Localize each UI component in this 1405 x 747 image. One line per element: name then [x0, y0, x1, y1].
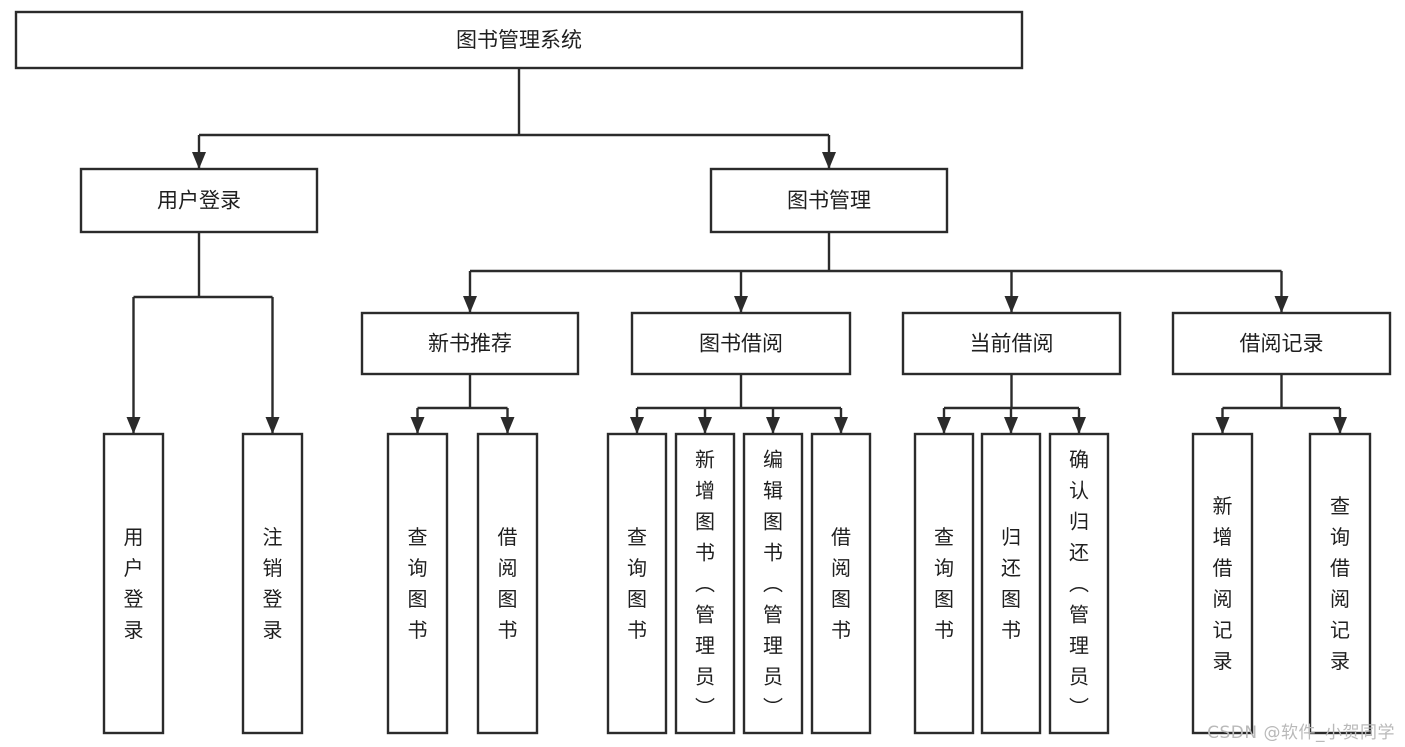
node-box — [1191, 432, 1254, 735]
node-label: 新书推荐 — [428, 332, 512, 356]
node-leaf-borrow-book-1[interactable]: 借阅图书 — [476, 432, 539, 735]
node-label: 归还图书 — [1001, 525, 1021, 642]
node-leaf-query-record[interactable]: 查询借阅记录 — [1308, 432, 1372, 735]
node-current-borrow[interactable]: 当前借阅 — [901, 311, 1122, 376]
node-new-book-recommend[interactable]: 新书推荐 — [360, 311, 580, 376]
node-root[interactable]: 图书管理系统 — [14, 10, 1024, 70]
watermark-text: CSDN @软件_小贺同学 — [1207, 723, 1395, 743]
node-box — [386, 432, 449, 735]
node-box — [980, 432, 1042, 735]
node-box — [1171, 311, 1392, 376]
node-leaf-logout[interactable]: 注销登录 — [241, 432, 304, 735]
node-box — [360, 311, 580, 376]
node-leaf-query-book-3[interactable]: 查询图书 — [913, 432, 975, 735]
node-label: 图书管理系统 — [456, 28, 582, 52]
node-label: 用户登录 — [157, 189, 241, 213]
node-box — [674, 432, 736, 735]
node-box — [810, 432, 872, 735]
node-label: 借阅图书 — [831, 525, 851, 642]
node-borrow-record[interactable]: 借阅记录 — [1171, 311, 1392, 376]
node-leaf-confirm-return[interactable]: 确认归还︵管理员︶ — [1048, 432, 1110, 735]
node-label: 用户登录 — [124, 525, 144, 642]
node-label: 图书借阅 — [699, 332, 783, 356]
node-box — [476, 432, 539, 735]
node-box — [79, 167, 319, 234]
node-leaf-return-book[interactable]: 归还图书 — [980, 432, 1042, 735]
node-leaf-query-book-1[interactable]: 查询图书 — [386, 432, 449, 735]
node-box — [241, 432, 304, 735]
node-label: 确认归还︵管理员︶ — [1069, 447, 1089, 719]
node-leaf-user-login[interactable]: 用户登录 — [102, 432, 165, 735]
node-leaf-query-book-2[interactable]: 查询图书 — [606, 432, 668, 735]
node-label: 借阅记录 — [1240, 332, 1324, 356]
node-user-login[interactable]: 用户登录 — [79, 167, 319, 234]
node-box — [14, 10, 1024, 70]
node-book-borrow[interactable]: 图书借阅 — [630, 311, 852, 376]
node-label: 编辑图书︵管理员︶ — [763, 447, 783, 719]
node-label: 查询借阅记录 — [1330, 494, 1350, 673]
node-label: 新增借阅记录 — [1213, 494, 1233, 673]
node-label: 借阅图书 — [498, 525, 518, 642]
node-box — [742, 432, 804, 735]
node-book-manage[interactable]: 图书管理 — [709, 167, 949, 234]
node-label: 新增图书︵管理员︶ — [695, 447, 715, 719]
node-leaf-add-book[interactable]: 新增图书︵管理员︶ — [674, 432, 736, 735]
node-label: 查询图书 — [627, 525, 647, 642]
connector-layer — [126, 68, 1347, 434]
node-label: 注销登录 — [263, 525, 283, 642]
node-box — [709, 167, 949, 234]
node-leaf-borrow-book-2[interactable]: 借阅图书 — [810, 432, 872, 735]
node-label: 查询图书 — [934, 525, 954, 642]
node-label: 查询图书 — [408, 525, 428, 642]
node-label: 图书管理 — [787, 189, 871, 213]
node-box — [102, 432, 165, 735]
node-box — [1308, 432, 1372, 735]
node-leaf-edit-book[interactable]: 编辑图书︵管理员︶ — [742, 432, 804, 735]
node-layer: 图书管理系统用户登录图书管理新书推荐图书借阅当前借阅借阅记录用户登录注销登录查询… — [14, 10, 1392, 735]
node-box — [606, 432, 668, 735]
node-box — [901, 311, 1122, 376]
node-box — [630, 311, 852, 376]
node-box — [913, 432, 975, 735]
node-box — [1048, 432, 1110, 735]
node-label: 当前借阅 — [970, 332, 1054, 356]
node-leaf-add-record[interactable]: 新增借阅记录 — [1191, 432, 1254, 735]
